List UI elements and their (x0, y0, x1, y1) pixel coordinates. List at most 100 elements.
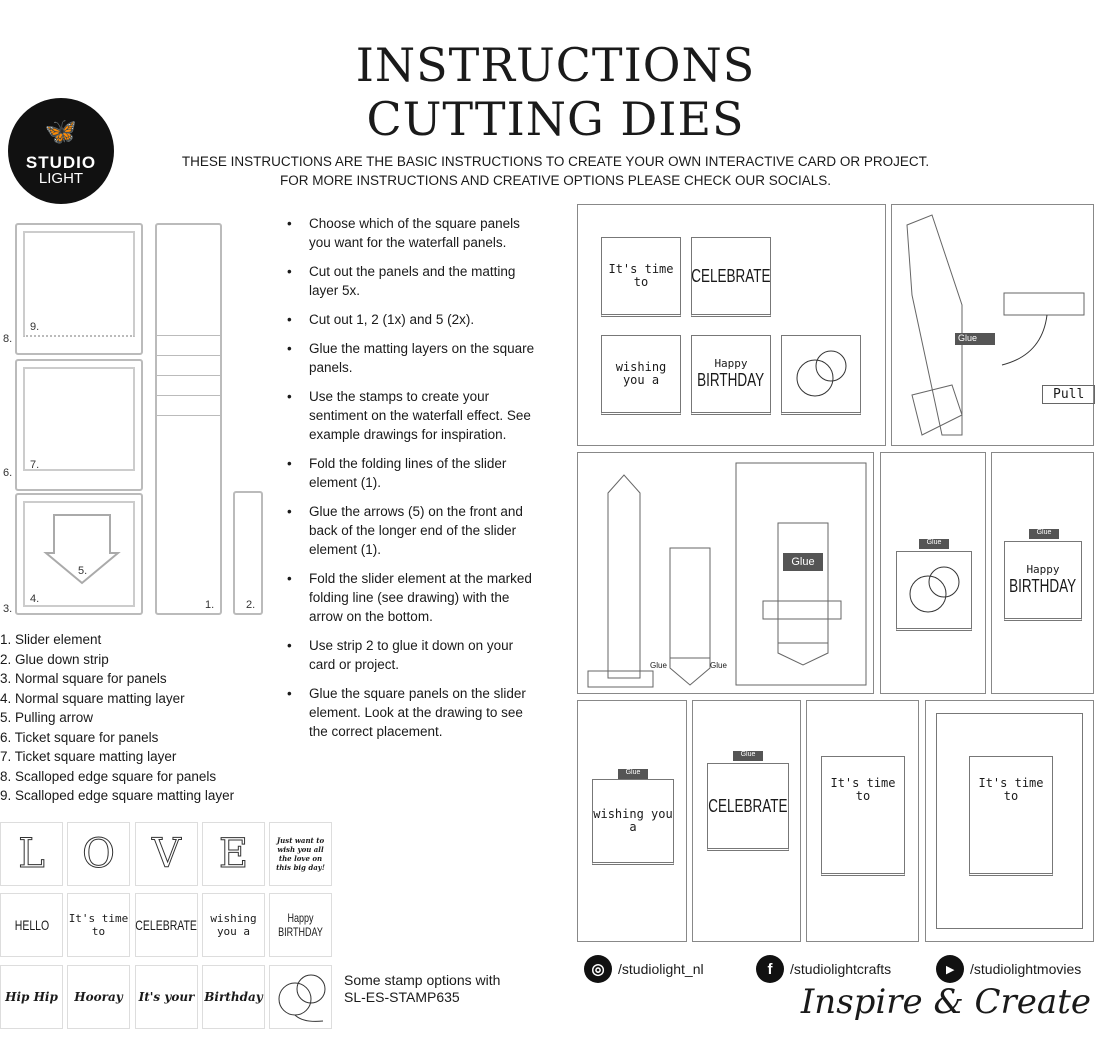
text: BIRTHDAY (1009, 576, 1077, 596)
panel-cards: It's time to CELEBRATE wishing you a Hap… (577, 204, 886, 446)
text: Some stamp options with (344, 972, 501, 988)
stamp: Happy BIRTHDAY (269, 893, 332, 957)
text: CELEBRATE (135, 917, 198, 933)
die-number: 3. (3, 603, 13, 615)
text: Glue (919, 539, 949, 549)
die-number: 4. (30, 593, 40, 605)
text: 6. Ticket square for panels (0, 729, 159, 745)
step: Choose which of the square panels you wa… (285, 214, 540, 252)
text: CELEBRATE (691, 265, 771, 286)
text: FOR MORE INSTRUCTIONS AND CREATIVE OPTIO… (279, 173, 832, 188)
text: 4. Normal square matting layer (0, 690, 185, 706)
text: HELLO (14, 917, 49, 933)
step: Glue the square panels on the slider ele… (285, 684, 540, 741)
text: 8. Scalloped edge square for panels (0, 768, 217, 784)
stamp: Birthday (202, 965, 265, 1029)
die-number: 2. (246, 599, 256, 611)
die-number: 5. (78, 565, 88, 577)
tagline: Inspire & Create (800, 982, 1091, 1022)
stamp-e: E (202, 822, 265, 886)
text: wishing you a (601, 335, 681, 415)
stamp-love-message: Just want to wish you all the love on th… (269, 822, 332, 886)
text: Glue (618, 769, 648, 779)
text: BIRTHDAY (697, 370, 765, 390)
text: 3. Normal square for panels (0, 671, 167, 686)
panel-its-time: It's time to (806, 700, 919, 942)
stamp-grid: L O V E Just want to wish you all the lo… (0, 822, 520, 1032)
stamp-l: L (0, 822, 63, 886)
text: THESE INSTRUCTIONS ARE THE BASIC INSTRUC… (181, 154, 930, 169)
text: It's time to (601, 237, 681, 317)
step: Fold the folding lines of the slider ele… (285, 454, 540, 492)
stamp: HELLO (0, 893, 63, 957)
social-instagram[interactable]: ◎ /studiolight_nl (584, 955, 704, 983)
text: 7. Ticket square matting layer (0, 749, 177, 764)
social-facebook[interactable]: f/studiolightcrafts (756, 955, 891, 983)
stamp: CELEBRATE (135, 893, 198, 957)
text: 9. Scalloped edge square matting layer (0, 788, 235, 803)
panel-slider: Glue Glue Glue (577, 452, 874, 694)
panel-balloon: Glue (880, 452, 986, 694)
butterfly-icon: 🦋 (44, 116, 78, 146)
die-number: 1. (205, 599, 215, 611)
text: Glue (1029, 529, 1059, 539)
subtitle: THESE INSTRUCTIONS ARE THE BASIC INSTRUC… (0, 152, 1111, 190)
youtube-icon: ▸ (936, 955, 964, 983)
step: Glue the matting layers on the square pa… (285, 339, 540, 377)
title-line-2: CUTTING DIES (366, 92, 745, 146)
text: /studiolight_nl (618, 961, 704, 977)
stamp: Hooray (67, 965, 130, 1029)
text: /studiolightcrafts (790, 961, 892, 977)
stamp: It's time to (67, 893, 130, 957)
step: Cut out the panels and the matting layer… (285, 262, 540, 300)
text: SL-ES-STAMP635 (344, 989, 460, 1005)
step: Use strip 2 to glue it down on your card… (285, 636, 540, 674)
text: Glue (955, 333, 995, 345)
panel-final-card: It's time to (925, 700, 1094, 942)
facebook-icon: f (756, 955, 784, 983)
text: Glue (783, 553, 823, 571)
logo-brand: STUDIO (25, 153, 97, 172)
balloon-stamp (269, 965, 332, 1029)
die-legend: 1. Slider element 2. Glue down strip 3. No… (0, 630, 234, 806)
instagram-icon: ◎ (584, 955, 612, 983)
stamp-v: V (135, 822, 198, 886)
text: 1. Slider element (0, 632, 102, 647)
text: Pull (1042, 385, 1096, 404)
text: wishing you a (592, 779, 674, 865)
social-youtube[interactable]: ▸ /studiolightmovies (936, 955, 1081, 983)
step: Glue the arrows (5) on the front and bac… (285, 502, 540, 559)
text: 2. Glue down strip (0, 651, 109, 667)
text: Glue (710, 661, 727, 670)
step: Cut out 1, 2 (1x) and 5 (2x). (285, 310, 540, 329)
die-number: 8. (3, 333, 13, 345)
pulling-arrow-die (43, 514, 121, 585)
step: Fold the slider element at the marked fo… (285, 569, 540, 626)
text: Happy (1026, 563, 1060, 576)
text: CELEBRATE (708, 795, 788, 816)
stamp: Hip Hip (0, 965, 63, 1029)
step: Use the stamps to create your sentiment … (285, 387, 540, 444)
die-number: 6. (3, 467, 13, 479)
panel-wishing: Glue wishing you a (577, 700, 687, 942)
die-number: 9. (30, 321, 40, 333)
stamp-o: O (67, 822, 130, 886)
stamp: It's your (135, 965, 198, 1029)
logo-sub: LIGHT (38, 170, 84, 187)
text: 5. Pulling arrow (0, 710, 94, 725)
text: It's time to (821, 756, 905, 876)
instruction-steps: Choose which of the square panels you wa… (285, 214, 540, 751)
stamp: wishing you a (202, 893, 265, 957)
studio-light-logo: 🦋 STUDIO LIGHT (8, 98, 114, 204)
text: Happy BIRTHDAY (278, 911, 323, 939)
text: Happy (714, 357, 748, 370)
panel-celebrate: Glue CELEBRATE (692, 700, 801, 942)
text: /studiolightmovies (970, 961, 1082, 977)
panel-fold: Glue Pull (891, 204, 1096, 446)
text: Glue (650, 661, 667, 670)
text: Glue (733, 751, 763, 761)
die-number: 7. (30, 459, 40, 471)
title-line-1: INSTRUCTIONS (355, 38, 756, 92)
